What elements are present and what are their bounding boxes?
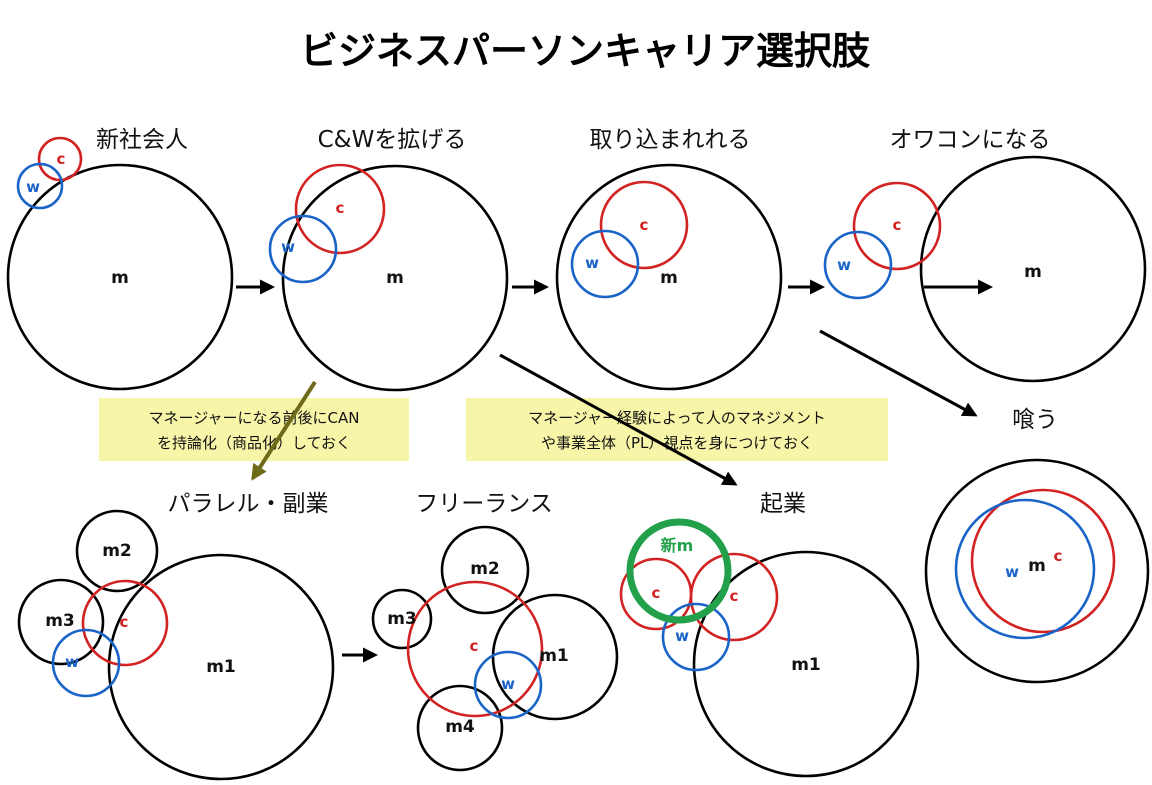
- note-line: や事業全体（PL）視点を身につけておく: [541, 434, 813, 452]
- m1-label: m1: [539, 646, 569, 666]
- panel-eat: 喰う m c w: [924, 407, 1150, 684]
- will-circle: [823, 230, 893, 300]
- will-circle: [268, 214, 338, 284]
- new-must-label: 新m: [661, 536, 694, 555]
- will-circle: [954, 498, 1096, 640]
- side-job-circle: [17, 578, 105, 666]
- must-label: m: [111, 268, 129, 288]
- can-circle: [689, 552, 779, 642]
- must-label: m: [660, 268, 678, 288]
- will-label: w: [26, 178, 40, 196]
- must-circle: [281, 164, 509, 392]
- m2-label: m2: [102, 541, 132, 561]
- panel-absorbed: 取り込まれれる m c w: [555, 127, 783, 391]
- will-label: w: [675, 627, 689, 645]
- can-label: c: [652, 584, 661, 602]
- page-title: ビジネスパーソンキャリア選択肢: [300, 29, 871, 73]
- will-circle: [51, 628, 121, 698]
- note-background: [99, 398, 409, 461]
- will-circle: [661, 602, 731, 672]
- will-circle: [16, 162, 64, 210]
- note-line: マネージャー経験によって人のマネジメント: [528, 409, 826, 427]
- will-label: w: [501, 675, 515, 693]
- will-circle: [473, 650, 543, 720]
- m1-label: m1: [791, 655, 821, 675]
- must-circle: [919, 155, 1147, 383]
- client-circle: [416, 684, 504, 772]
- note-line: マネージャーになる前後にCAN: [149, 409, 360, 427]
- can-label: c: [120, 613, 129, 631]
- note-box-2: マネージャー経験によって人のマネジメント や事業全体（PL）視点を身につけておく: [466, 398, 888, 461]
- must-circle: [692, 550, 920, 778]
- can-label: c: [730, 587, 739, 605]
- will-label: w: [585, 254, 599, 272]
- panel-expand: C&Wを拡げる m c w: [268, 127, 509, 392]
- section-title-absorbed: 取り込まれれる: [590, 127, 751, 153]
- can-circle: [970, 488, 1116, 634]
- m1-label: m1: [206, 657, 236, 677]
- can-circle: [406, 580, 544, 718]
- can-circle: [294, 163, 386, 255]
- panel-new-grad: 新社会人 m c w: [6, 127, 234, 391]
- will-circle: [570, 229, 640, 299]
- section-title-freelance: フリーランス: [415, 491, 553, 517]
- panel-freelance: フリーランス m2 m3 m1 m4 c w: [371, 491, 619, 772]
- client-circle: [440, 525, 530, 615]
- can-circle: [852, 181, 942, 271]
- must-label: m: [386, 268, 404, 288]
- will-label: w: [1005, 563, 1019, 581]
- m3-label: m3: [45, 611, 75, 631]
- m2-label: m2: [470, 559, 500, 579]
- will-label: w: [837, 256, 851, 274]
- arrow-to-parallel: [251, 380, 317, 481]
- note-box-1: マネージャーになる前後にCAN を持論化（商品化）しておく: [99, 398, 409, 461]
- section-title-obsolete: オワコンになる: [890, 127, 1051, 153]
- can-label: c: [336, 199, 345, 217]
- will-label: w: [281, 238, 295, 256]
- arrow-to-eat: [819, 329, 978, 417]
- can-label: c: [470, 637, 479, 655]
- must-circle: [6, 163, 234, 391]
- m4-label: m4: [445, 717, 475, 737]
- section-title-eat: 喰う: [1012, 407, 1058, 433]
- m3-label: m3: [387, 609, 417, 629]
- can-label: c: [57, 150, 66, 168]
- can-circle: [81, 579, 169, 667]
- can-label: c: [893, 216, 902, 234]
- must-circle: [924, 458, 1150, 684]
- can-circle: [599, 180, 689, 270]
- will-label: w: [65, 653, 79, 671]
- section-title-parallel: パラレル・副業: [168, 491, 329, 517]
- must-label: m: [1028, 556, 1046, 576]
- section-title-startup: 起業: [760, 491, 806, 517]
- panel-obsolete: オワコンになる m c w: [823, 127, 1147, 383]
- client-circle: [371, 588, 433, 650]
- section-title-expand: C&Wを拡げる: [318, 127, 467, 153]
- can-label: c: [640, 216, 649, 234]
- note-line: を持論化（商品化）しておく: [157, 434, 351, 452]
- side-job-circle: [75, 509, 159, 593]
- panel-startup: 起業 m1 新m c c w: [619, 491, 920, 778]
- panel-parallel: パラレル・副業 m1 m2 m3 c w: [17, 491, 335, 781]
- must-circle: [555, 163, 783, 391]
- can-label: c: [1054, 547, 1063, 565]
- new-must-circle: [626, 518, 732, 624]
- arrow-to-startup: [499, 353, 738, 486]
- must-label: m: [1024, 262, 1042, 282]
- client-circle: [491, 593, 619, 721]
- main-job-circle: [107, 553, 335, 781]
- section-title-new-grad: 新社会人: [96, 127, 188, 153]
